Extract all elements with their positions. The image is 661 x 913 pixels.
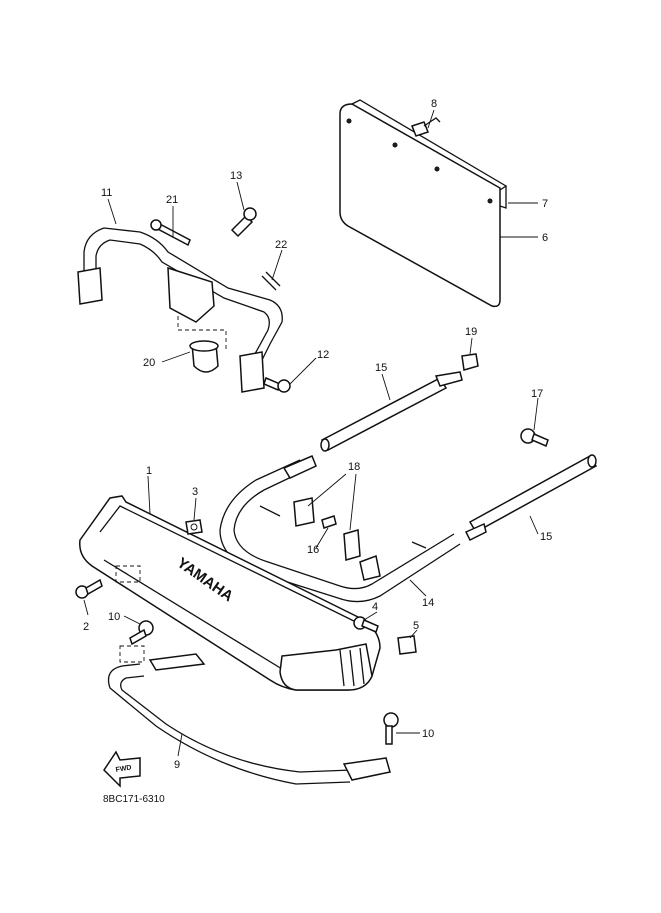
bumper-part-1	[79, 495, 381, 691]
callout-12: 12	[317, 349, 329, 361]
fwd-arrow-icon: FWD	[103, 750, 141, 788]
callout-21: 21	[166, 194, 178, 206]
tube-part-15-lower	[464, 454, 598, 542]
callout-2: 2	[83, 621, 89, 633]
pin-part-22	[261, 271, 281, 291]
nut-part-3	[185, 519, 203, 535]
callout-9: 9	[174, 759, 180, 771]
callout-1: 1	[146, 465, 152, 477]
bolt-part-8	[411, 117, 441, 137]
tube-part-15-upper	[320, 371, 463, 452]
callout-11: 11	[101, 187, 112, 199]
bolt-part-12	[263, 376, 291, 393]
callout-18: 18	[348, 461, 360, 473]
callout-14: 14	[422, 597, 434, 609]
callout-15-upper: 15	[375, 362, 387, 374]
bolt-part-21	[150, 219, 191, 247]
callout-13: 13	[230, 170, 242, 182]
callout-8: 8	[431, 98, 437, 110]
bolt-part-10-lower	[383, 712, 399, 745]
bar-part-9	[107, 645, 391, 785]
callout-19: 19	[465, 326, 477, 338]
cap-part-19	[461, 353, 479, 371]
bolt-part-10-upper	[129, 620, 154, 646]
callout-17: 17	[531, 388, 543, 400]
bolt-part-2	[75, 578, 103, 599]
callout-labels: 1 2 3 4 5 6 7 8 9 10 10 11 12 13 14 15 1…	[83, 98, 552, 771]
plate-part-6	[339, 99, 508, 308]
callout-7: 7	[542, 198, 548, 210]
callout-10-upper: 10	[108, 611, 120, 623]
fwd-label: FWD	[115, 764, 132, 774]
callout-22: 22	[275, 239, 287, 251]
callout-10-lower: 10	[422, 728, 434, 740]
bracket-part-20	[177, 316, 227, 373]
nut-part-5	[397, 635, 417, 655]
callout-20: 20	[143, 357, 155, 369]
callout-4: 4	[372, 601, 378, 613]
callout-6: 6	[542, 232, 548, 244]
callout-16: 16	[307, 544, 319, 556]
diagram-code: 8BC171-6310	[103, 794, 165, 805]
callout-15-lower: 15	[540, 531, 552, 543]
callout-3: 3	[192, 486, 198, 498]
callout-5: 5	[413, 620, 419, 632]
bolt-part-17	[520, 428, 549, 448]
bolt-part-4	[353, 616, 379, 634]
bracket-part-11	[77, 227, 283, 393]
bolt-part-13	[230, 207, 257, 238]
leader-lines	[83, 109, 539, 757]
